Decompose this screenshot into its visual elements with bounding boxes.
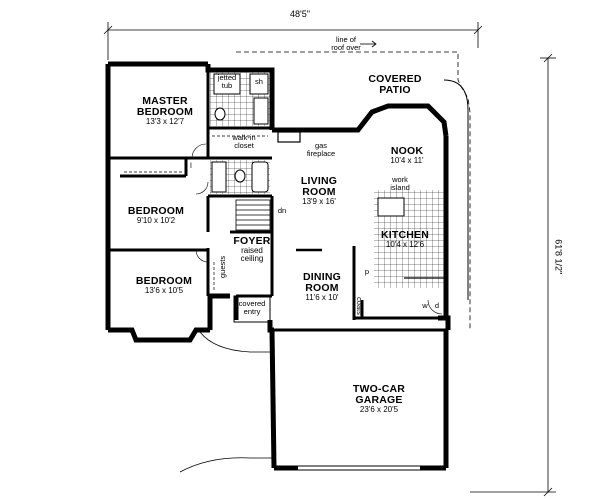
master-toilet bbox=[214, 107, 226, 121]
covered-entry-slab bbox=[233, 295, 271, 323]
door-swings bbox=[191, 143, 443, 315]
shower-stall bbox=[249, 73, 269, 95]
room-covered-patio: COVERED PATIO bbox=[368, 73, 422, 97]
room-master-bedroom: MASTER BEDROOM 13'3 x 12'7 bbox=[136, 95, 194, 127]
room-dining: DINING ROOM 11'6 x 10' bbox=[303, 271, 341, 303]
guests-closet-label: guests bbox=[218, 255, 228, 278]
width-dimension: 48'5" bbox=[290, 9, 310, 19]
room-garage: TWO-CAR GARAGE 23'6 x 20'5 bbox=[352, 383, 406, 415]
garage-door bbox=[298, 465, 420, 471]
room-kitchen: KITCHEN 10'4 x 12'6 bbox=[380, 229, 430, 250]
room-bedroom-3: BEDROOM 13'6 x 10'5 bbox=[135, 275, 193, 296]
linen-label: l bbox=[190, 161, 192, 170]
stairs-down bbox=[235, 199, 271, 231]
room-living: LIVING ROOM 13'9 x 16' bbox=[300, 175, 338, 207]
work-island bbox=[377, 197, 405, 217]
depth-dimension-line bbox=[470, 53, 556, 497]
washer-label: w bbox=[422, 301, 428, 310]
stairs-down-label: dn bbox=[277, 206, 287, 215]
hall-vanity bbox=[211, 161, 227, 193]
pantry-label: p bbox=[364, 267, 370, 276]
width-dimension-line bbox=[103, 22, 483, 60]
room-bedroom-2: BEDROOM 9'10 x 10'2 bbox=[127, 205, 185, 226]
walkway-curve bbox=[199, 331, 270, 353]
roof-note-arrow bbox=[360, 40, 377, 48]
hall-tub bbox=[251, 161, 269, 193]
patio-slab bbox=[443, 79, 469, 300]
shower-label: sh bbox=[255, 77, 263, 86]
closet-shelves bbox=[124, 135, 268, 292]
depth-dimension: 61'8 1/2" bbox=[553, 239, 564, 275]
dryer-label: d bbox=[434, 301, 440, 310]
room-nook: NOOK 10'4 x 11' bbox=[390, 145, 424, 166]
wall-ticks bbox=[271, 330, 447, 338]
driveway-curve bbox=[179, 457, 274, 473]
master-vanity bbox=[253, 97, 269, 125]
gas-fireplace bbox=[277, 131, 301, 143]
jetted-tub bbox=[213, 73, 241, 95]
coats-closet-label: coats bbox=[354, 296, 364, 315]
hall-toilet bbox=[234, 169, 246, 183]
room-foyer: FOYER raised ceiling bbox=[233, 235, 271, 264]
